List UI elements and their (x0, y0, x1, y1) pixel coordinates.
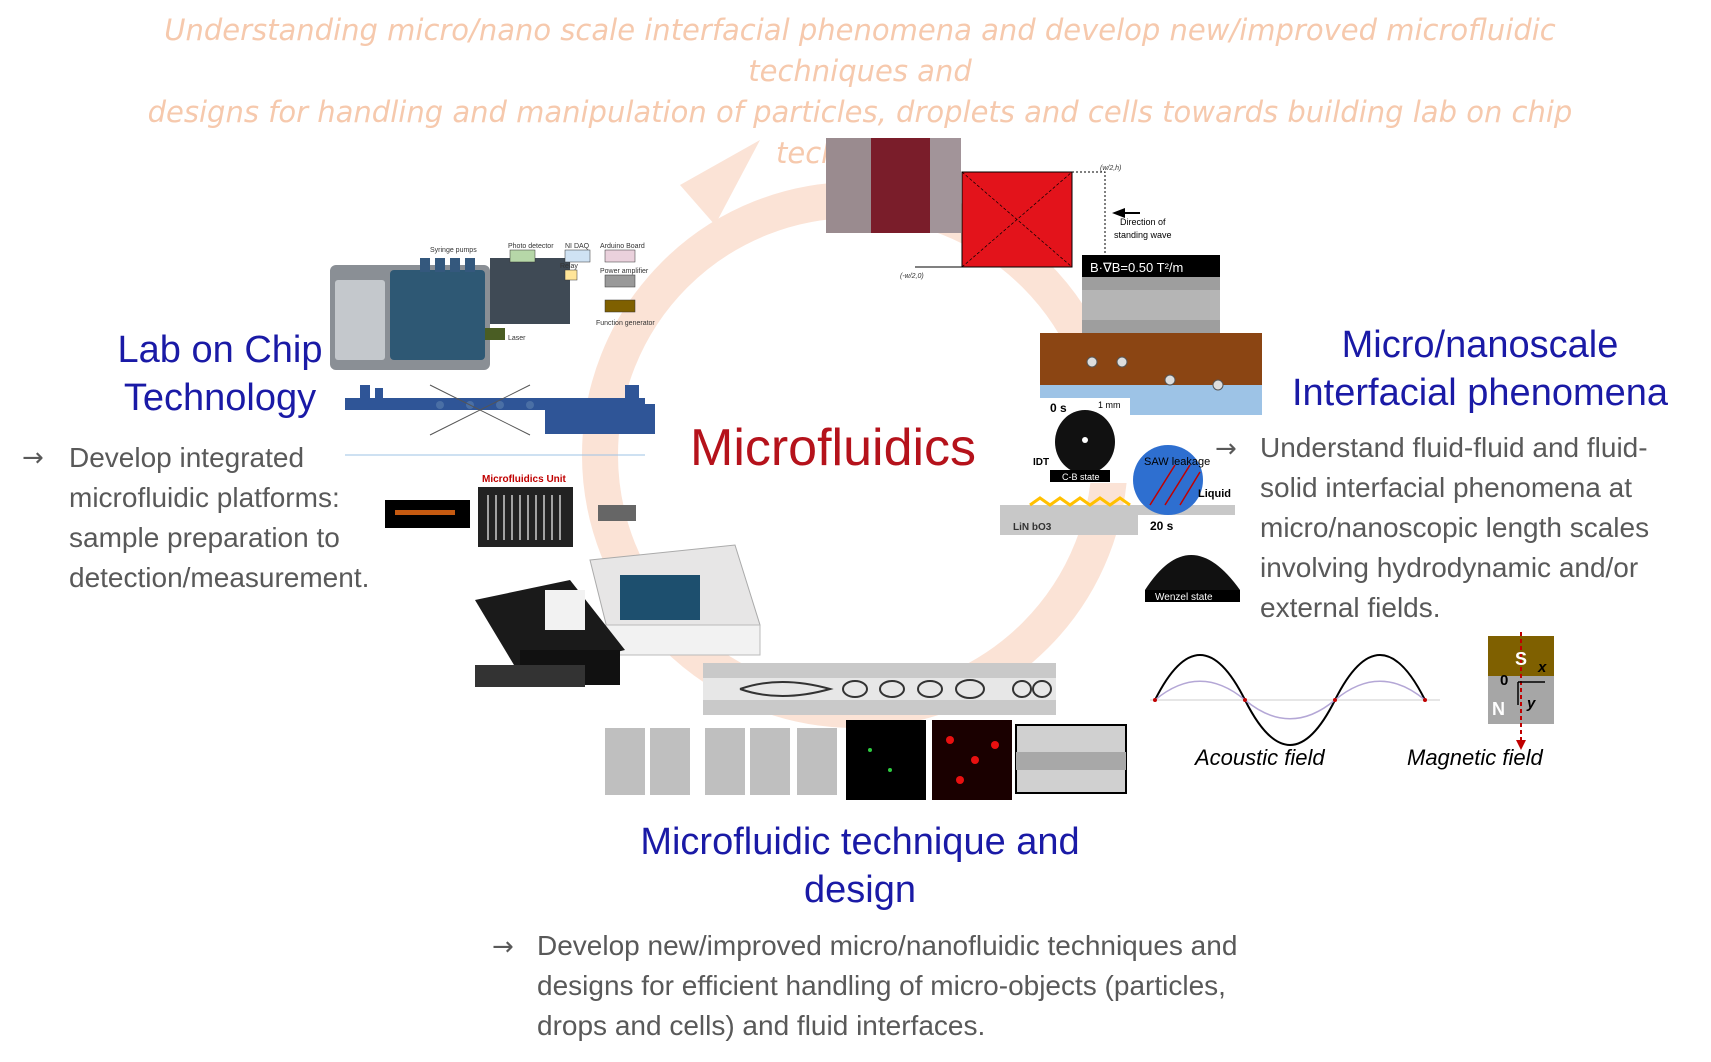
technique-desc-3: drops and cells) and fluid interfaces. (537, 1010, 986, 1041)
lab-on-chip-figure: Syringe pumps Photo detector NI DAQ Ardu… (330, 243, 761, 687)
lab-on-chip-heading-2: Technology (123, 377, 317, 419)
lab-on-chip-desc-1: Develop integrated (69, 442, 305, 473)
microfluidics-unit-label: Microfluidics Unit (482, 474, 567, 485)
technique-desc-1: Develop new/improved micro/nanofluidic t… (537, 930, 1238, 961)
standing-wave-label: standing wave (1114, 230, 1172, 240)
liquid-label: Liquid (1198, 488, 1231, 500)
interfacial-heading-1: Micro/nanoscale (1341, 324, 1619, 366)
func-gen-label: Function generator (596, 320, 655, 327)
magnet-figure: S N x y 0 (1488, 632, 1554, 750)
magnetic-field-label: Magnetic field (1407, 745, 1543, 770)
magnet-s-label: S (1515, 649, 1527, 669)
lab-on-chip-heading-1: Lab on Chip (117, 329, 323, 371)
laser-label: Laser (508, 335, 526, 342)
syringe-pumps-label: Syringe pumps (430, 247, 477, 254)
arduino-label: Arduino Board (600, 243, 645, 250)
magnet-n-label: N (1492, 699, 1505, 719)
interfacial-desc-2: solid interfacial phenomena at (1260, 472, 1633, 503)
ni-daq-label: NI DAQ (565, 243, 590, 250)
cb-state-label: C-B state (1062, 472, 1100, 482)
wenzel-label: Wenzel state (1155, 592, 1213, 603)
interfacial-heading: Micro/nanoscale Interfacial phenomena (1270, 321, 1690, 417)
technique-desc: Develop new/improved micro/nanofluidic t… (537, 926, 1357, 1046)
technique-heading-1: Microfluidic technique and (640, 821, 1080, 863)
lab-on-chip-desc-3: sample preparation to (69, 522, 340, 553)
saw-leakage-label: SAW leakage (1144, 456, 1210, 468)
technique-heading: Microfluidic technique and design (600, 818, 1120, 914)
technique-desc-2: designs for efficient handling of micro-… (537, 970, 1226, 1001)
time-20-label: 20 s (1150, 519, 1174, 533)
interfacial-desc-3: micro/nanoscopic length scales (1260, 512, 1650, 543)
arrow-icon: → (1215, 434, 1237, 464)
technique-figure (605, 663, 1127, 800)
interfacial-desc-1: Understand fluid-fluid and fluid- (1260, 432, 1648, 463)
power-amp-label: Power amplifier (600, 268, 649, 275)
interfacial-desc-4: involving hydrodynamic and/or (1260, 552, 1639, 583)
acoustic-field-label: Acoustic field (1195, 745, 1325, 770)
arrow-icon: → (22, 443, 44, 473)
center-title: Microfluidics (690, 419, 977, 477)
scale-label: 1 mm (1098, 400, 1121, 410)
arrow-icon: → (492, 932, 514, 962)
relay-label: Relay (560, 263, 578, 270)
idt-label: IDT (1033, 457, 1049, 468)
interfacial-figure: (w/2,h) (-w/2,0) Direction of standing w… (826, 138, 1262, 603)
linbo3-label: LiN bO3 (1013, 522, 1052, 533)
axis-y-label: y (1526, 695, 1536, 712)
lab-on-chip-desc-4: detection/measurement. (69, 562, 370, 593)
lab-on-chip-desc-2: microfluidic platforms: (69, 482, 340, 513)
acoustic-field-figure (1150, 654, 1440, 746)
technique-heading-2: design (804, 869, 916, 911)
lab-on-chip-heading: Lab on Chip Technology (95, 326, 345, 422)
coord-1-label: (w/2,h) (1100, 165, 1121, 172)
time-0-label: 0 s (1050, 401, 1067, 415)
interfacial-desc-5: external fields. (1260, 592, 1441, 623)
coord-2-label: (-w/2,0) (900, 273, 924, 280)
photo-detector-label: Photo detector (508, 243, 554, 250)
interfacial-heading-2: Interfacial phenomena (1291, 372, 1669, 414)
interfacial-desc: Understand fluid-fluid and fluid- solid … (1260, 428, 1705, 628)
axis-origin-label: 0 (1500, 672, 1508, 689)
mag-gradient-label: B·∇B=0.50 T²/m (1090, 260, 1183, 275)
lab-on-chip-desc: Develop integrated microfluidic platform… (69, 438, 409, 598)
axis-x-label: x (1537, 659, 1547, 676)
banner-line-1: Understanding micro/nano scale interfaci… (164, 13, 1556, 88)
direction-label: Direction of (1120, 217, 1166, 227)
